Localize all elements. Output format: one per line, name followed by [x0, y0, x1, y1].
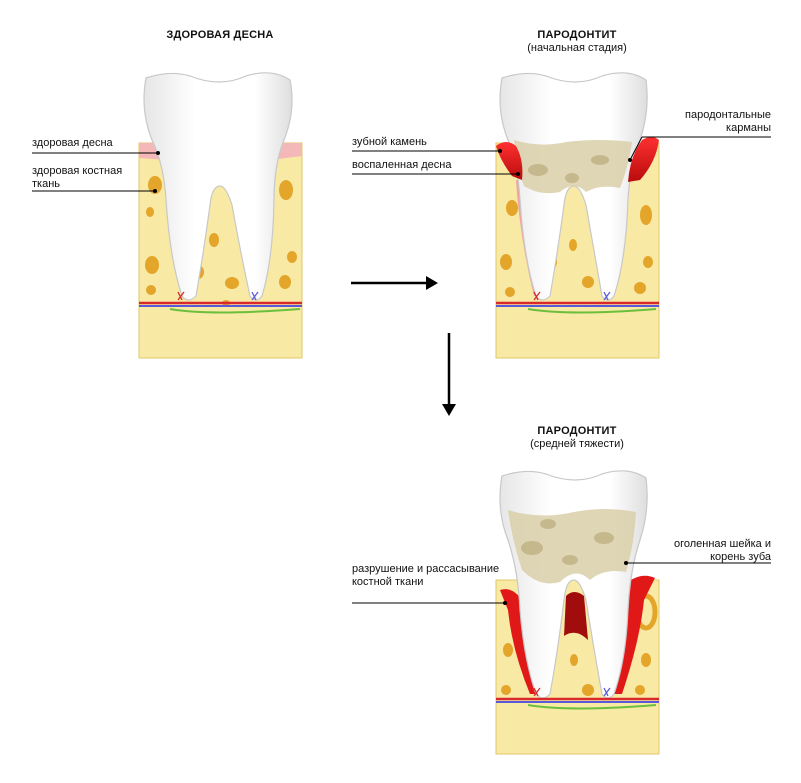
healthy-tooth [143, 72, 293, 301]
label-healthy-bone: здоровая костная ткань [32, 165, 123, 190]
panel-healthy [138, 72, 303, 359]
leader-lines [32, 136, 771, 605]
label-healthy-gum: здоровая десна [32, 137, 113, 149]
moderate-panel-subtitle: (средней тяжести) [530, 438, 624, 450]
initial-panel-title: ПАРОДОНТИТ [537, 29, 617, 41]
label-calculus: зубной камень [352, 136, 427, 148]
label-exposed-root: оголенная шейка и корень зуба [673, 538, 771, 563]
inflamed-root-tissue-right [612, 575, 655, 694]
initial-panel-subtitle: (начальная стадия) [527, 42, 627, 54]
initial-tooth [499, 72, 648, 301]
dental-calculus [508, 509, 636, 584]
dental-calculus [514, 140, 632, 194]
arrow-down [442, 333, 456, 416]
nerve-lines [496, 291, 659, 314]
label-inflamed-gum: воспаленная десна [352, 159, 452, 171]
moderate-panel-title: ПАРОДОНТИТ [537, 425, 617, 437]
healthy-panel-title: ЗДОРОВАЯ ДЕСНА [166, 29, 274, 41]
label-pockets: пародонтальные карманы [685, 109, 771, 134]
arrow-right [351, 276, 438, 290]
exposed-pulp [564, 592, 588, 640]
panel-moderate [495, 470, 660, 755]
panel-initial [495, 72, 660, 359]
nerve-lines [496, 687, 659, 710]
label-bone-loss: разрушение и рассасывание костной ткани [352, 563, 500, 588]
inflamed-gum-left [496, 142, 523, 180]
nerve-lines [139, 291, 302, 314]
inflamed-gum-right [628, 137, 659, 182]
